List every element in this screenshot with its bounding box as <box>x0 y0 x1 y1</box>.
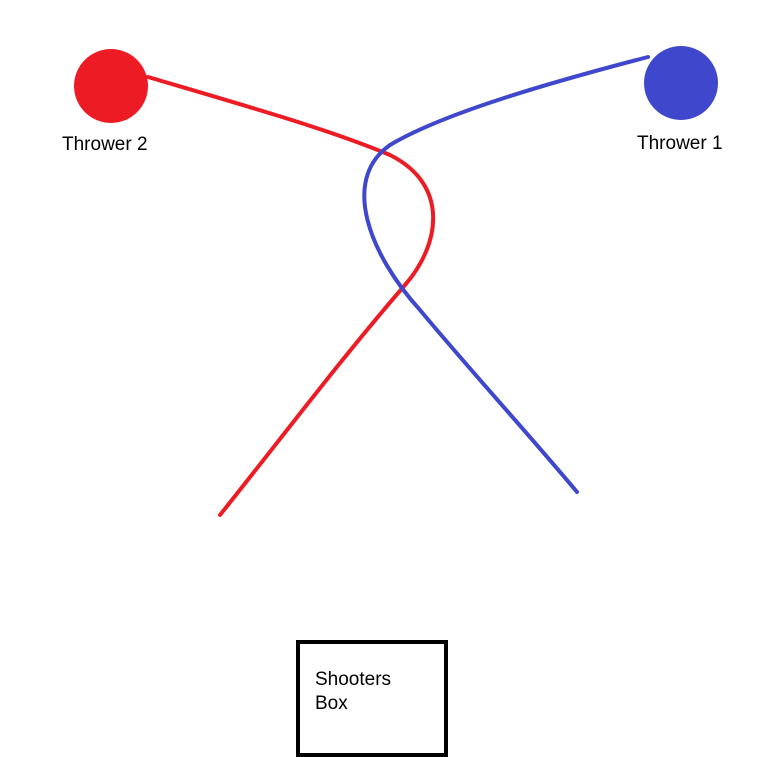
thrower-2-marker <box>74 49 148 123</box>
thrower-2-label: Thrower 2 <box>62 134 148 155</box>
shooters-box-label: Shooters Box <box>315 669 392 714</box>
thrower-2-flight-path <box>146 75 436 517</box>
thrower-1-marker <box>644 46 718 120</box>
shooters-box: Shooters Box <box>296 640 448 757</box>
thrower-1-flight-path <box>362 55 650 494</box>
thrower-1-label: Thrower 1 <box>637 133 723 154</box>
